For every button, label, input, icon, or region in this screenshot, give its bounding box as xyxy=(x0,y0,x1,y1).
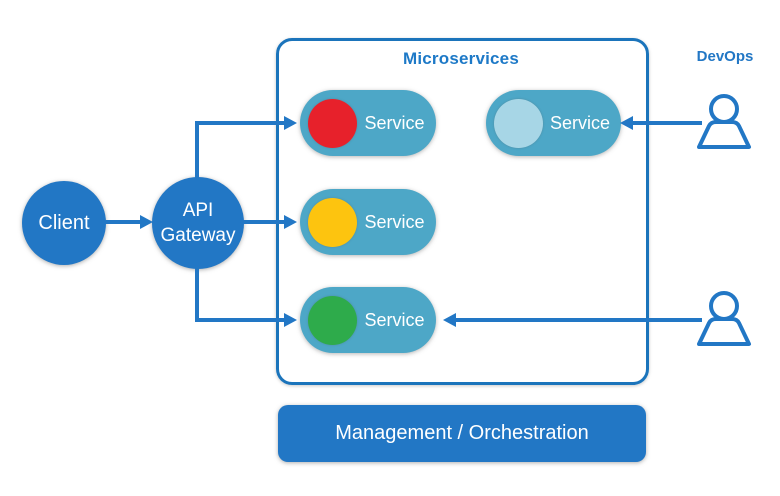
green-status-dot xyxy=(308,295,357,345)
connector-user-to-service4 xyxy=(456,318,702,322)
lightblue-status-dot xyxy=(494,98,543,148)
devops-user-top xyxy=(695,93,753,149)
api-gateway-label-line2: Gateway xyxy=(160,225,236,246)
arrowhead-right-icon xyxy=(284,313,297,327)
connector-gateway-branch-up xyxy=(195,121,199,179)
microservices-container xyxy=(276,38,649,385)
api-gateway-node: API Gateway xyxy=(152,177,244,269)
management-orchestration-banner: Management / Orchestration xyxy=(278,405,646,462)
service-node-lightblue: Service xyxy=(486,90,621,156)
api-gateway-label-line1: API xyxy=(182,199,214,221)
client-node: Client xyxy=(22,181,106,265)
arrowhead-right-icon xyxy=(140,215,153,229)
service-label: Service xyxy=(364,309,425,330)
management-label: Management / Orchestration xyxy=(335,422,589,444)
user-bottom xyxy=(695,290,753,346)
service-node-green: Service xyxy=(300,287,436,353)
client-label: Client xyxy=(38,211,90,234)
arrowhead-right-icon xyxy=(284,215,297,229)
arrowhead-left-icon xyxy=(443,313,456,327)
connector-gateway-branch-down xyxy=(195,267,199,322)
connector-gateway-to-service3 xyxy=(243,220,285,224)
service-label: Service xyxy=(364,112,425,133)
service-node-yellow: Service xyxy=(300,189,436,255)
service-node-red: Service xyxy=(300,90,436,156)
service-label: Service xyxy=(364,211,425,232)
devops-label: DevOps xyxy=(696,48,754,65)
arrowhead-left-icon xyxy=(620,116,633,130)
connector-client-to-gateway xyxy=(104,220,142,224)
connector-user-to-service2 xyxy=(633,121,702,125)
user-icon xyxy=(697,94,751,149)
yellow-status-dot xyxy=(308,197,357,247)
service-label: Service xyxy=(549,112,611,133)
arrowhead-right-icon xyxy=(284,116,297,130)
connector-gateway-to-service4 xyxy=(195,318,285,322)
microservices-title: Microservices xyxy=(402,49,519,68)
red-status-dot xyxy=(308,98,357,148)
connector-gateway-to-service1 xyxy=(195,121,285,125)
user-icon xyxy=(697,291,751,346)
